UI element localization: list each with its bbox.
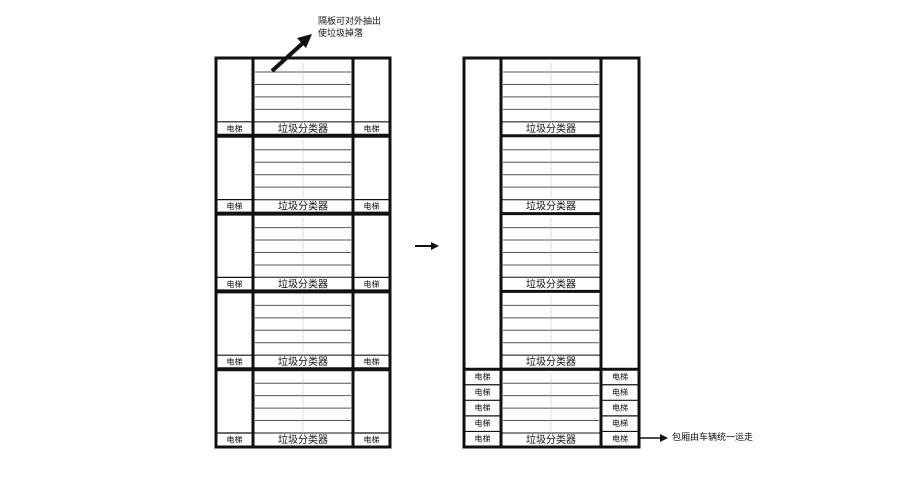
left-elevator-label: 电梯 [227, 357, 243, 367]
bottom-annotation: 包厢由车辆统一运走 [672, 433, 754, 443]
right-elevator-label: 电梯 [612, 434, 628, 444]
right-elevator-label: 电梯 [475, 403, 491, 413]
right-elevator-label: 电梯 [612, 387, 628, 397]
top-annotation-arrow-head [297, 34, 312, 48]
top-annotation-line1: 隔板可对外抽出 [318, 17, 382, 27]
left-elevator-label: 电梯 [227, 435, 243, 445]
left-classifier-label: 垃圾分类器 [278, 122, 328, 135]
left-elevator-label: 电梯 [364, 435, 380, 445]
left-classifier-label: 垃圾分类器 [278, 200, 328, 213]
left-elevator-label: 电梯 [227, 201, 243, 211]
left-elevator-label: 电梯 [227, 279, 243, 289]
right-elevator-label: 电梯 [475, 418, 491, 428]
output-arrow-head [660, 434, 668, 442]
top-annotation-arrow-shaft [270, 40, 306, 73]
left-building-outline [214, 56, 392, 449]
right-classifier-label: 垃圾分类器 [526, 122, 576, 135]
right-classifier-label: 垃圾分类器 [526, 200, 576, 213]
left-elevator-label: 电梯 [364, 279, 380, 289]
top-annotation-line2: 使垃圾掉落 [318, 29, 364, 39]
right-building-outline [462, 56, 641, 449]
right-elevator-label: 电梯 [475, 387, 491, 397]
right-classifier-label: 垃圾分类器 [526, 277, 576, 290]
left-elevator-label: 电梯 [364, 357, 380, 367]
transition-arrow-head [431, 242, 439, 250]
left-elevator-label: 电梯 [227, 123, 243, 133]
right-elevator-label: 电梯 [475, 434, 491, 444]
right-classifier-label: 垃圾分类器 [526, 355, 576, 368]
left-elevator-label: 电梯 [364, 201, 380, 211]
top-annotation: 隔板可对外抽出 使垃圾掉落 [318, 16, 381, 40]
right-classifier-label: 垃圾分类器 [526, 433, 576, 446]
right-elevator-label: 电梯 [612, 418, 628, 428]
right-elevator-label: 电梯 [612, 403, 628, 413]
right-elevator-label: 电梯 [475, 371, 491, 381]
left-classifier-label: 垃圾分类器 [278, 355, 328, 368]
right-elevator-label: 电梯 [612, 371, 628, 381]
left-classifier-label: 垃圾分类器 [278, 433, 328, 446]
left-classifier-label: 垃圾分类器 [278, 277, 328, 290]
left-elevator-label: 电梯 [364, 123, 380, 133]
